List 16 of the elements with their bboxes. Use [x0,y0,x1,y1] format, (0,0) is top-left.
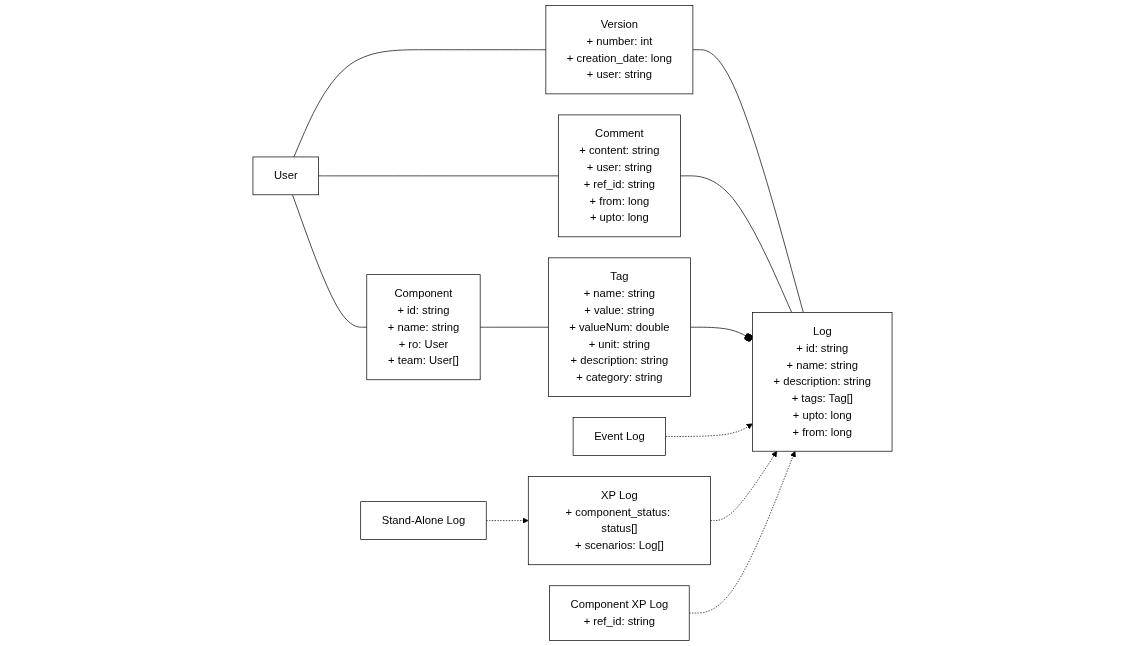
connector [479,326,549,328]
node-box: Log + id: string + name: string + description: string + tags: Tag[] + upto: long + from: long [752,312,893,452]
node-box: Component + id: string + name: string + ro: User + team: User[] [366,274,481,381]
node-box: Tag + name: string + value: string + valueNum: double + unit: string + description: string + category: string [548,257,691,397]
node-box: XP Log + component_status: status[] + scenarios: Log[] [527,476,711,566]
node-box: Version + number: int + creation_date: long + user: string [545,5,694,95]
connector [292,194,368,328]
node-box: Stand-Alone Log [360,501,487,540]
connector [680,175,793,313]
connector [692,49,804,313]
node-box: User [252,156,319,196]
node-box: Component XP Log + ref_id: string [549,585,690,641]
node-box: Comment + content: string + user: string + ref_id: string + from: long + upto: long [557,114,681,238]
connector [293,49,547,158]
connector [318,175,559,177]
node-box: Event Log [572,417,666,456]
